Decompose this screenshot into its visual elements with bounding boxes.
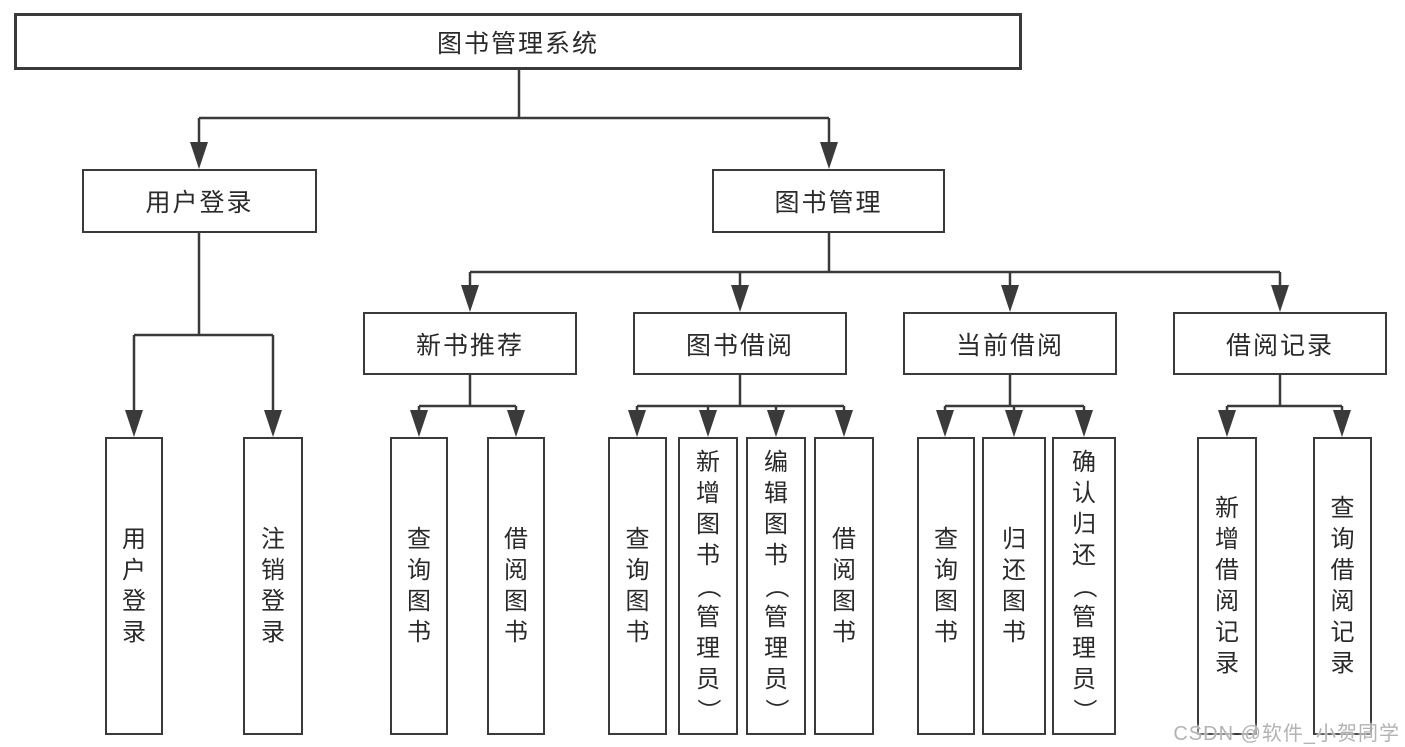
node-root: 图书管理系统 — [14, 13, 1022, 70]
node-borrow-records: 借阅记录 — [1173, 312, 1387, 375]
leaf-logout: 注销登录 — [243, 437, 303, 735]
watermark: CSDN @软件_小贺同学 — [1173, 723, 1400, 745]
leaf-query-borrow-record: 查询借阅记录 — [1313, 437, 1372, 735]
node-book-borrowing: 图书借阅 — [633, 312, 847, 375]
leaf-user-login: 用户登录 — [105, 437, 163, 735]
node-new-book-recommend: 新书推荐 — [363, 312, 577, 375]
leaf-query-books-current: 查询图书 — [917, 437, 975, 735]
node-user-login: 用户登录 — [82, 169, 317, 233]
node-current-borrowing: 当前借阅 — [903, 312, 1117, 375]
leaf-add-book-admin: 新增图书（管理员） — [678, 437, 738, 735]
leaf-add-borrow-record: 新增借阅记录 — [1197, 437, 1257, 735]
leaf-query-books-recommend: 查询图书 — [390, 437, 448, 735]
leaf-confirm-return-admin: 确认归还（管理员） — [1052, 437, 1116, 735]
leaf-return-book: 归还图书 — [982, 437, 1046, 735]
leaf-borrow-books-borrowing: 借阅图书 — [814, 437, 874, 735]
leaf-borrow-books-recommend: 借阅图书 — [487, 437, 545, 735]
leaf-query-books-borrowing: 查询图书 — [608, 437, 667, 735]
leaf-edit-book-admin: 编辑图书（管理员） — [746, 437, 806, 735]
node-book-management: 图书管理 — [712, 169, 945, 233]
